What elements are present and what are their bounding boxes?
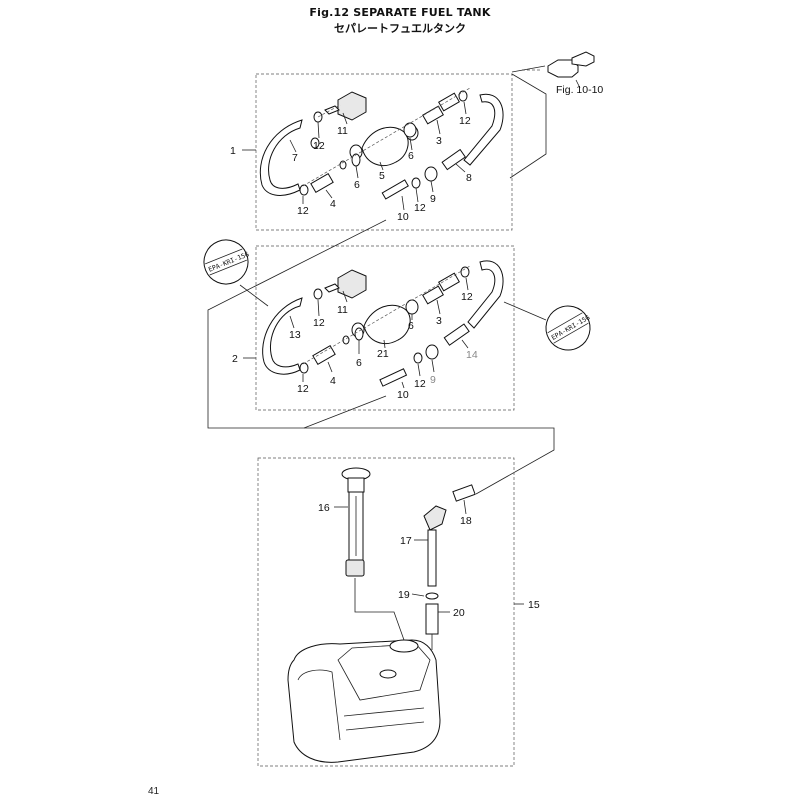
- fitting-10: [381, 179, 409, 200]
- callout-12-upper-c: 12: [297, 205, 309, 217]
- callout-12-middle-b: 12: [461, 291, 473, 303]
- callout-17: 17: [400, 535, 412, 547]
- connector-11-middle: [337, 269, 367, 299]
- callout-4-upper: 4: [330, 198, 336, 210]
- hose-13: [262, 297, 303, 375]
- hose-14-upper: [467, 260, 504, 329]
- middle-group-box: [255, 245, 515, 411]
- elbow-fitting: [423, 505, 447, 531]
- connector-3: [422, 105, 444, 125]
- callout-10-middle: 10: [397, 389, 409, 401]
- fitting-18: [452, 484, 476, 502]
- callout-11-middle: 11: [337, 304, 348, 316]
- page-number: 41: [148, 786, 160, 797]
- callout-2: 2: [232, 353, 238, 365]
- connector-4: [310, 172, 334, 194]
- middle-hose-assembly-group: 2: [232, 245, 515, 411]
- figure-subtitle-japanese: セパレートフュエルタンク: [334, 22, 466, 35]
- callout-1: 1: [230, 145, 236, 157]
- callout-19: 19: [398, 589, 410, 601]
- primer-bulb-5: [361, 126, 409, 166]
- fuel-tank-group: 15 16 18 17 19 20: [257, 457, 540, 767]
- callout-3-upper: 3: [436, 135, 442, 147]
- callout-4-middle: 4: [330, 375, 336, 387]
- hose-8-upper: [463, 93, 504, 166]
- callout-12-upper-d: 12: [414, 202, 426, 214]
- clamp-12d: [411, 177, 421, 189]
- connector-11: [337, 91, 367, 121]
- pickup-tube-17: [427, 529, 437, 587]
- clamp-12c: [299, 184, 309, 196]
- hose-14: [443, 323, 470, 346]
- callout-14: 14: [466, 349, 478, 361]
- callout-18: 18: [460, 515, 472, 527]
- callout-10-upper: 10: [397, 211, 409, 223]
- callout-16: 16: [318, 502, 330, 514]
- fitting-10-middle: [379, 368, 408, 387]
- callout-9-middle: 9: [430, 374, 436, 386]
- figure-title: Fig.12 SEPARATE FUEL TANK: [309, 6, 491, 19]
- epa-badge-left: EPA-KRI-15G: [203, 239, 250, 285]
- upper-group-box: [255, 73, 513, 231]
- callout-6-upper-b: 6: [354, 179, 360, 191]
- callout-5: 5: [379, 170, 385, 182]
- callout-12-middle-d: 12: [414, 378, 426, 390]
- callout-13: 13: [289, 329, 301, 341]
- upper-hose-assembly-group: 1: [230, 73, 513, 231]
- callout-21: 21: [377, 348, 389, 360]
- callout-7: 7: [292, 152, 298, 164]
- callout-11-upper: 11: [337, 125, 348, 137]
- fuel-tank-body: [287, 639, 441, 763]
- connector-4-middle: [312, 344, 336, 366]
- clamp-6a: [403, 122, 417, 138]
- primer-bulb-21: [363, 304, 411, 344]
- callout-12-upper-b: 12: [459, 115, 471, 127]
- figure-title-block: Fig.12 SEPARATE FUEL TANK セパレートフュエルタンク: [0, 6, 800, 36]
- clamp-12b: [458, 90, 468, 102]
- callout-12-middle-a: 12: [313, 317, 325, 329]
- epa-badge-right: EPA-KRI-15G: [545, 305, 591, 351]
- reference-connector-illustration: [520, 51, 595, 89]
- tank-gauge-port: [389, 639, 419, 653]
- callout-15: 15: [528, 599, 540, 611]
- figure-reference-label: Fig. 10-10: [556, 84, 603, 96]
- hose-7: [259, 119, 303, 196]
- o-ring-19: [425, 592, 439, 600]
- callout-12-middle-c: 12: [297, 383, 309, 395]
- callout-8: 8: [466, 172, 472, 184]
- clamp-6b: [351, 153, 361, 167]
- callout-6-middle-b: 6: [356, 357, 362, 369]
- filter-20: [425, 603, 439, 635]
- tank-outlet-port: [379, 669, 397, 679]
- reference-leader-line: [511, 65, 546, 73]
- callout-9-upper: 9: [430, 193, 436, 205]
- hose-8: [441, 148, 467, 171]
- clamp-9: [424, 166, 438, 182]
- callout-20: 20: [453, 607, 465, 619]
- tank-group-box: [257, 457, 515, 767]
- assembly-connection-lines: [207, 73, 555, 495]
- connector-3-middle: [422, 285, 444, 305]
- callout-3-middle: 3: [436, 315, 442, 327]
- callout-12-upper-a: 12: [313, 140, 325, 152]
- fuel-gauge-float: [345, 559, 365, 577]
- callout-6-upper-a: 6: [408, 150, 414, 162]
- callout-6-middle-a: 6: [408, 320, 414, 332]
